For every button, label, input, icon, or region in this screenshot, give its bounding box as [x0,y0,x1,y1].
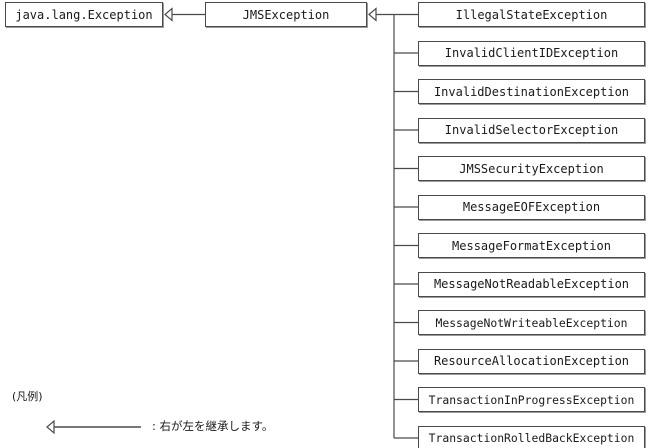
class-box-label: IllegalStateException [455,7,608,22]
class-box-label: InvalidSelectorException [444,123,619,137]
class-box-resourceallocationexception: ResourceAllocationException [418,348,645,374]
class-box-label: java.lang.Exception [15,7,153,22]
class-box-messagenotreadableexception: MessageNotReadableException [418,271,645,297]
class-box-label: MessageNotWriteableException [435,315,628,330]
class-box-label: InvalidClientIDException [444,46,619,60]
class-box-label: MessageFormatException [452,238,611,253]
class-box-label: MessageEOFException [462,200,601,214]
class-box-transactionrolledbackexception: TransactionRolledBackException [418,425,645,448]
legend-description: : 右が左を継承します。 [152,419,274,433]
class-box-invalidclientidexception: InvalidClientIDException [418,40,645,66]
class-box-label: ResourceAllocationException [433,354,630,368]
class-box-label: JMSException [242,7,330,22]
class-box-illegalstateexception: IllegalStateException [418,2,645,27]
class-box-messageformatexception: MessageFormatException [418,233,645,258]
class-box-label: InvalidDestinationException [433,84,630,99]
class-box-messageeofexception: MessageEOFException [418,194,645,220]
class-box-messagenotwriteableexception: MessageNotWriteableException [418,310,645,335]
class-box-label: TransactionInProgressException [428,392,635,407]
class-box-invalidselectorexception: InvalidSelectorException [418,117,645,143]
class-box-invaliddestinationexception: InvalidDestinationException [418,79,645,104]
class-box-jmsexception: JMSException [205,2,367,27]
class-box-jmssecurityexception: JMSSecurityException [418,156,645,181]
class-box-label: MessageNotReadableException [433,277,630,291]
class-box-transactioninprogressexception: TransactionInProgressException [418,387,645,412]
legend-title: (凡例) [12,390,43,403]
class-box-label: TransactionRolledBackException [428,431,635,445]
class-box-label: JMSSecurityException [459,161,604,176]
class-box-java-lang-exception: java.lang.Exception [5,2,163,27]
